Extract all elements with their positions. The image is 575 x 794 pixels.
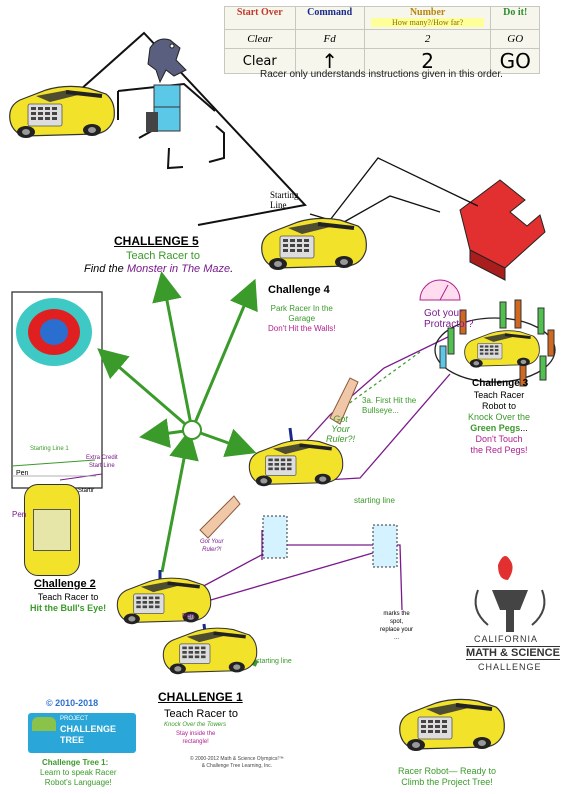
starting-line-1: Starting Line 1 <box>30 446 69 452</box>
challenge3-title: Challenge 3 <box>472 378 529 389</box>
extra-start-line <box>59 473 103 481</box>
copyright-year: © 2010-2018 <box>46 698 99 708</box>
california-line1: CALIFORNIA <box>474 634 539 644</box>
header-command: Command <box>294 6 365 30</box>
challenge1-rectangle <box>184 530 403 611</box>
number-hint: How many?/How far? <box>370 18 485 27</box>
car-racer-ready <box>397 697 507 753</box>
monster-icon <box>147 38 187 84</box>
car-challenge3 <box>463 329 541 370</box>
car-challenge2 <box>24 484 80 576</box>
center-node <box>182 420 202 440</box>
car-challenge5 <box>7 84 117 140</box>
maze-towers <box>146 84 181 132</box>
start-line-1 <box>11 459 96 467</box>
challenge2-title: Challenge 2 <box>34 578 96 590</box>
cell-arrow-hand: ↑ <box>294 48 365 74</box>
startir-label: Startir <box>78 488 95 494</box>
car-challenge4 <box>259 216 369 272</box>
center-starting-line: starting line <box>354 496 395 505</box>
pegs <box>439 299 555 387</box>
challenge5-line2: Find the Monster in The Maze. <box>84 263 234 275</box>
challenge4-title: Challenge 4 <box>268 284 330 296</box>
table-note: Racer only understands instructions give… <box>260 69 503 80</box>
bullseye-target <box>16 298 92 366</box>
towers-challenge1 <box>262 515 398 568</box>
maze <box>79 31 307 226</box>
tree-icon <box>32 717 56 731</box>
torch-logo <box>474 556 546 632</box>
challenge1-starting-line: starting line <box>256 658 292 665</box>
cell-number: 2 <box>363 29 492 49</box>
tree1: Challenge Tree 1: <box>42 758 109 767</box>
cell-go-hand: GO <box>490 48 540 74</box>
pen-label-1: Pen <box>16 470 29 477</box>
logo-big2: TREE <box>60 735 85 745</box>
cell-clear: Clear <box>224 29 296 49</box>
arrows <box>97 271 258 573</box>
pen-label-2: Pen <box>12 510 27 519</box>
challenge-tree-logo: PROJECT CHALLENGE TREE <box>28 713 136 753</box>
california-line3: CHALLENGE <box>478 662 542 672</box>
header-start-over: Start Over <box>224 6 296 30</box>
peg-circle <box>434 317 556 383</box>
challenge1-title: CHALLENGE 1 <box>158 690 243 704</box>
challenge5-title: CHALLENGE 5 <box>114 234 199 248</box>
header-do-it: Do it! <box>490 6 540 30</box>
challenge1-line2: Knock Over the Towers <box>164 722 227 728</box>
cell-fd: Fd <box>294 29 365 49</box>
garage <box>459 179 546 281</box>
logo-big1: CHALLENGE <box>60 724 116 734</box>
protractor-icon <box>419 279 461 301</box>
challenge5-line1: Teach Racer to <box>126 250 200 262</box>
pen-label-c1: Pen <box>182 613 195 620</box>
cell-clear-hand: Clear <box>224 48 296 74</box>
cell-go: GO <box>490 29 540 49</box>
california-line2: MATH & SCIENCE <box>466 646 560 660</box>
credit: © 2000-2012 Math & Science Olympics!™& C… <box>190 756 284 769</box>
car-challenge1b <box>161 626 259 677</box>
cell-number-hand: 2 <box>363 48 492 74</box>
challenge1-line1: Teach Racer to <box>164 708 238 720</box>
garage-lines <box>309 157 479 223</box>
ruler-icon <box>199 377 359 539</box>
logo-small: PROJECT <box>60 716 89 722</box>
